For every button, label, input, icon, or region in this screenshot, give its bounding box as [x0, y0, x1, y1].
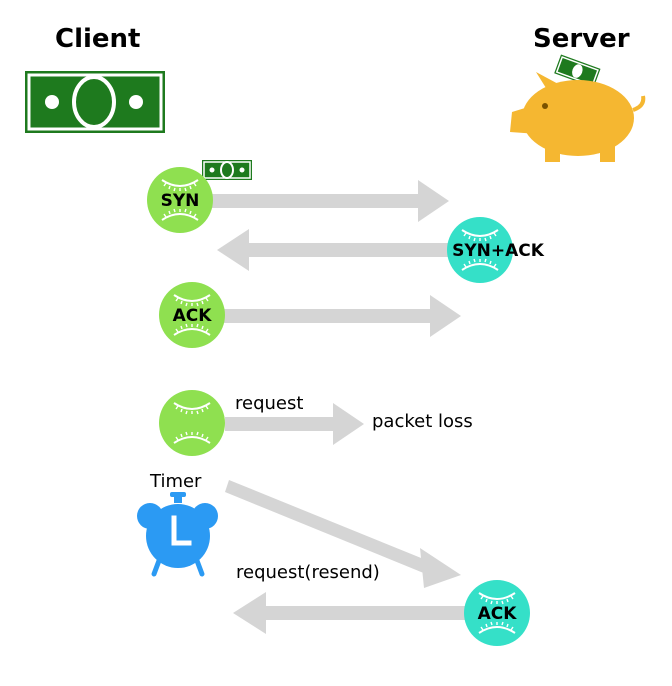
request-ball — [159, 390, 225, 456]
ack-resend-ball: ACK — [464, 580, 530, 646]
arrow-ack — [224, 295, 461, 337]
arrow-syn — [212, 180, 449, 222]
alarm-clock-icon — [137, 492, 218, 577]
arrow-timeout-request — [225, 480, 461, 588]
arrow-request-resend — [233, 592, 467, 634]
ack-ball: ACK — [159, 282, 225, 348]
small-money-icon — [202, 160, 252, 180]
money-icon — [25, 71, 165, 133]
syn-ack-label: SYN+ACK — [452, 241, 545, 261]
server-title: Server — [533, 24, 630, 54]
syn-label: SYN — [161, 191, 200, 211]
client-title: Client — [55, 24, 141, 54]
arrow-syn-ack — [217, 229, 450, 271]
request-resend-label: request(resend) — [236, 562, 380, 583]
piggy-bank-icon — [510, 54, 646, 162]
arrow-request — [225, 403, 364, 445]
ack-label: ACK — [173, 306, 213, 326]
timer-label: Timer — [150, 471, 202, 492]
syn-ack-ball: SYN+ACK — [447, 217, 545, 283]
packet-loss-label: packet loss — [372, 411, 473, 432]
request-label: request — [235, 393, 304, 414]
syn-ball: SYN — [147, 167, 213, 233]
ack-resend-label: ACK — [478, 604, 518, 624]
